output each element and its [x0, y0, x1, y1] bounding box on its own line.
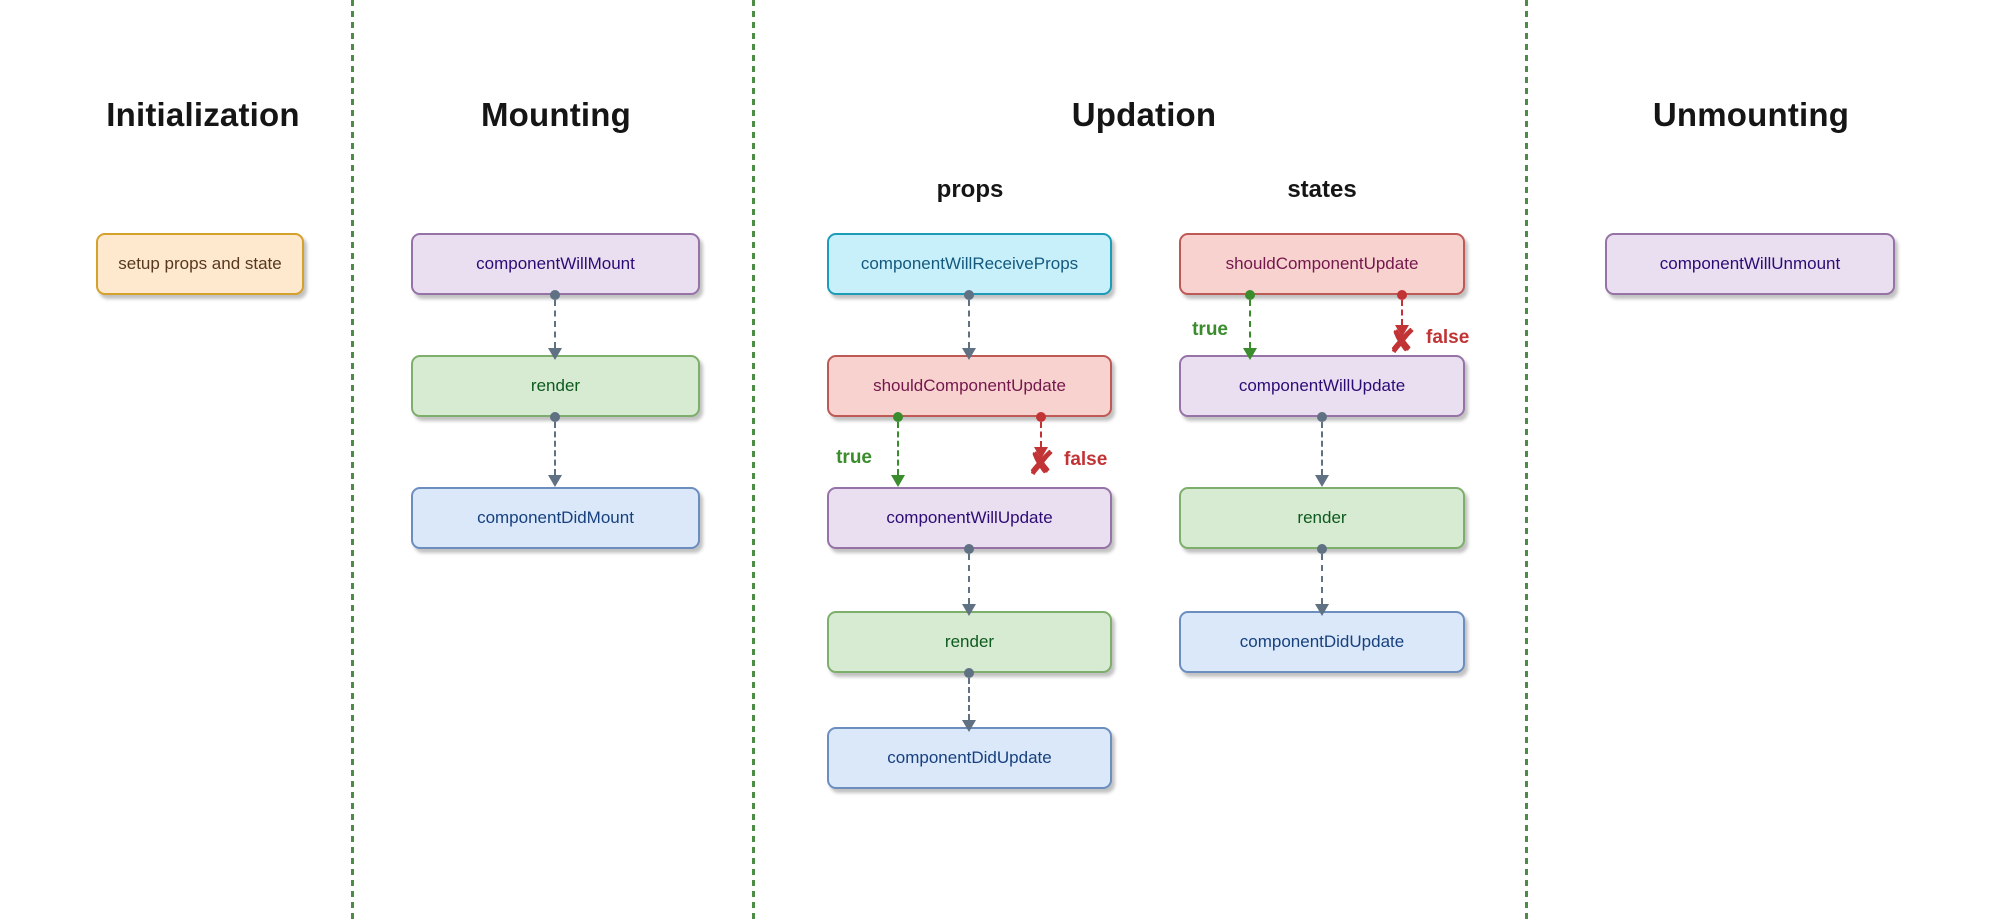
connector-line — [554, 300, 556, 348]
subcolumn-title-props: props — [936, 176, 1004, 203]
arrow-connector — [548, 290, 562, 360]
node-label: componentWillMount — [476, 254, 635, 273]
section-title-updation: Updation — [1071, 96, 1217, 133]
false-x-icon: ✘ — [1026, 445, 1056, 483]
arrowhead-icon — [548, 348, 562, 360]
node-props-component-did-update: componentDidUpdate — [827, 727, 1112, 789]
node-label: componentDidUpdate — [1239, 632, 1405, 651]
node-setup-props-and-state: setup props and state — [96, 233, 304, 295]
node-label: setup props and state — [118, 254, 282, 273]
arrowhead-icon — [891, 475, 905, 487]
node-component-will-unmount: componentWillUnmount — [1605, 233, 1895, 295]
branch-label-false: false — [1064, 449, 1108, 470]
arrow-connector — [548, 412, 562, 487]
branch-label-true: true — [1192, 319, 1228, 340]
connector-line — [1401, 300, 1403, 325]
node-label: componentWillUpdate — [1238, 376, 1406, 395]
connector-line — [554, 422, 556, 475]
subcolumn-title-states: states — [1287, 176, 1357, 203]
connector-dot-icon — [1036, 412, 1046, 422]
node-mounting-render: render — [411, 355, 700, 417]
connector-dot-icon — [1317, 412, 1327, 422]
connector-dot-icon — [1317, 544, 1327, 554]
connector-dot-icon — [1397, 290, 1407, 300]
node-states-render: render — [1179, 487, 1465, 549]
arrowhead-icon — [548, 475, 562, 487]
section-title-initialization: Initialization — [106, 96, 300, 133]
node-component-will-receive-props: componentWillReceiveProps — [827, 233, 1112, 295]
node-label: componentDidMount — [477, 508, 634, 527]
arrowhead-icon — [1243, 348, 1257, 360]
arrowhead-icon — [1315, 604, 1329, 616]
connector-dot-icon — [964, 544, 974, 554]
false-branch-connector — [1034, 412, 1048, 459]
false-x-icon: ✘ — [1387, 323, 1417, 361]
arrow-connector — [962, 668, 976, 732]
arrowhead-icon — [1034, 447, 1048, 459]
section-title-mounting: Mounting — [480, 96, 632, 133]
arrowhead-icon — [1315, 475, 1329, 487]
connector-dot-icon — [964, 290, 974, 300]
node-states-component-did-update: componentDidUpdate — [1179, 611, 1465, 673]
node-label: componentDidUpdate — [887, 748, 1052, 767]
connector-line — [968, 300, 970, 348]
node-component-will-mount: componentWillMount — [411, 233, 700, 295]
node-label: shouldComponentUpdate — [873, 376, 1066, 395]
branch-label-true: true — [836, 447, 872, 468]
node-component-did-mount: componentDidMount — [411, 487, 700, 549]
node-states-should-component-update: shouldComponentUpdate — [1179, 233, 1465, 295]
section-divider — [1525, 0, 1528, 924]
node-label: render — [1297, 508, 1347, 527]
connector-line — [1321, 422, 1323, 475]
connector-dot-icon — [893, 412, 903, 422]
section-divider — [752, 0, 755, 924]
connector-dot-icon — [1245, 290, 1255, 300]
node-props-component-will-update: componentWillUpdate — [827, 487, 1112, 549]
arrowhead-icon — [1395, 325, 1409, 337]
arrow-connector — [962, 290, 976, 360]
connector-line — [1249, 300, 1251, 348]
connector-line — [968, 678, 970, 720]
arrow-connector — [962, 544, 976, 616]
node-label: componentWillUnmount — [1659, 254, 1841, 273]
section-divider — [351, 0, 354, 924]
node-props-render: render — [827, 611, 1112, 673]
arrowhead-icon — [962, 348, 976, 360]
arrowhead-icon — [962, 720, 976, 732]
node-states-component-will-update: componentWillUpdate — [1179, 355, 1465, 417]
connector-dot-icon — [550, 290, 560, 300]
node-label: componentWillReceiveProps — [860, 254, 1079, 273]
false-branch-connector — [1395, 290, 1409, 337]
connector-line — [897, 422, 899, 475]
node-label: render — [944, 632, 995, 651]
connector-dot-icon — [550, 412, 560, 422]
node-props-should-component-update: shouldComponentUpdate — [827, 355, 1112, 417]
section-title-unmounting: Unmounting — [1652, 96, 1850, 133]
node-label: shouldComponentUpdate — [1225, 254, 1419, 273]
connector-dot-icon — [964, 668, 974, 678]
node-label: render — [530, 376, 581, 395]
node-label: componentWillUpdate — [886, 508, 1053, 527]
arrow-connector — [1315, 544, 1329, 616]
connector-line — [1321, 554, 1323, 604]
branch-label-false: false — [1426, 327, 1470, 348]
arrow-connector — [1315, 412, 1329, 487]
true-branch-connector — [891, 412, 905, 487]
true-branch-connector — [1243, 290, 1257, 360]
connector-line — [968, 554, 970, 604]
connector-line — [1040, 422, 1042, 447]
arrowhead-icon — [962, 604, 976, 616]
